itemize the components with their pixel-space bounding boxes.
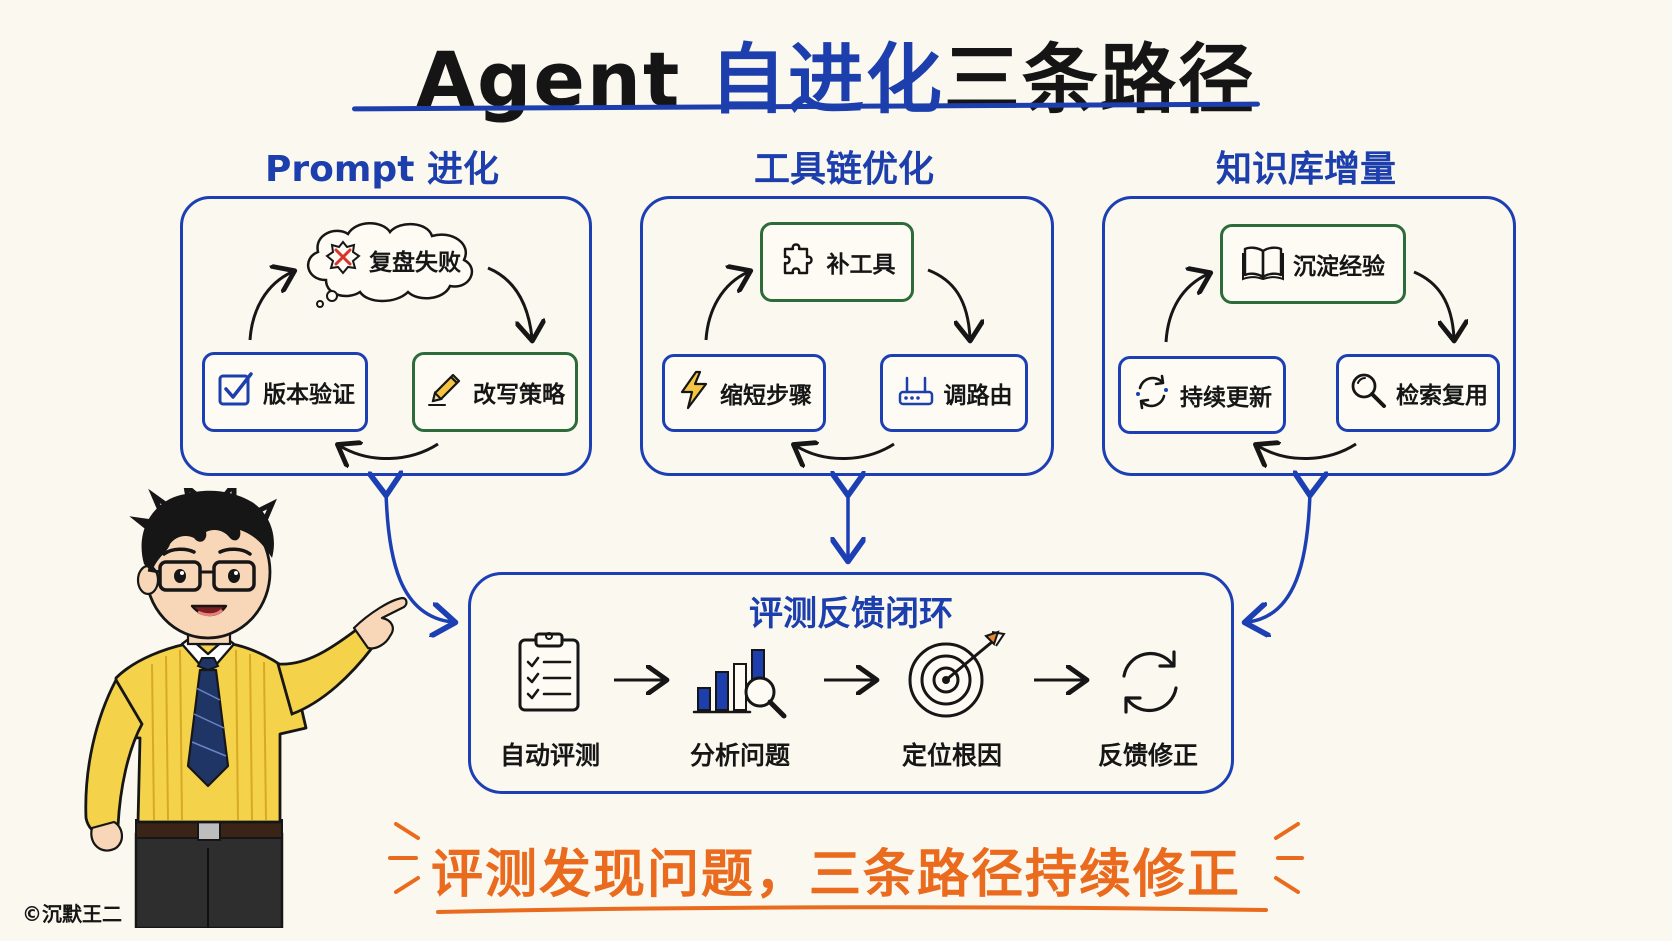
node-label-add-tool: 补工具 (826, 252, 896, 278)
magnifier-icon (1348, 370, 1388, 416)
router-icon (896, 370, 936, 416)
title-black: 三条路径 (943, 35, 1256, 124)
title-blue: 自进化 (709, 35, 944, 124)
book-icon (1241, 241, 1285, 287)
presenter-illustration (56, 476, 416, 930)
pencil-icon (425, 369, 465, 415)
target-arrow-icon (906, 628, 1010, 722)
bar-chart-magnifier-icon (690, 640, 794, 720)
node-label-rewrite-strategy: 改写策略 (473, 382, 565, 408)
eval-loop-title: 评测反馈闭环 (749, 594, 953, 634)
node-add-tool: 补工具 (760, 222, 914, 302)
lightning-icon (676, 370, 712, 416)
bottom-summary-text: 评测发现问题，三条路径持续修正 (430, 845, 1241, 905)
node-shorten-steps: 缩短步骤 (662, 354, 826, 432)
section-title-prompt: Prompt 进化 (265, 149, 499, 190)
node-accumulate-experience: 沉淀经验 (1220, 224, 1406, 304)
node-label-shorten-steps: 缩短步骤 (720, 383, 812, 409)
eval-step-label-auto-eval: 自动评测 (499, 741, 600, 770)
checkbox-icon (215, 369, 255, 415)
section-title-knowledge: 知识库增量 (1215, 149, 1396, 190)
eval-step-label-feedback-fix: 反馈修正 (1097, 741, 1198, 770)
refresh-dots-icon (1132, 372, 1172, 418)
eval-step-label-analyze: 分析问题 (689, 741, 790, 770)
clipboard-checklist-icon (514, 630, 584, 714)
node-rewrite-strategy: 改写策略 (412, 352, 578, 432)
section-title-toolchain: 工具链优化 (753, 149, 934, 190)
node-adjust-routing: 调路由 (880, 354, 1028, 432)
page-title: Agent 自进化三条路径 (0, 18, 1672, 128)
eval-step-label-locate-root: 定位根因 (901, 741, 1002, 770)
node-version-verify: 版本验证 (202, 352, 368, 432)
puzzle-icon (779, 239, 819, 285)
credit-text: ©沉默王二 (22, 902, 122, 926)
node-continuous-update: 持续更新 (1118, 356, 1286, 434)
node-label-version-verify: 版本验证 (263, 382, 355, 408)
node-label-review-failure: 复盘失败 (369, 250, 461, 276)
node-label-accumulate-experience: 沉淀经验 (1293, 254, 1385, 280)
node-label-continuous-update: 持续更新 (1180, 385, 1272, 411)
panel-eval-loop (468, 572, 1234, 794)
node-retrieve-reuse: 检索复用 (1336, 354, 1500, 432)
node-label-adjust-routing: 调路由 (943, 383, 1013, 409)
node-label-retrieve-reuse: 检索复用 (1396, 383, 1488, 409)
cycle-arrows-icon (1112, 644, 1188, 720)
thought-cloud-x-icon (325, 239, 361, 281)
thought-cloud: 复盘失败 (296, 218, 482, 308)
